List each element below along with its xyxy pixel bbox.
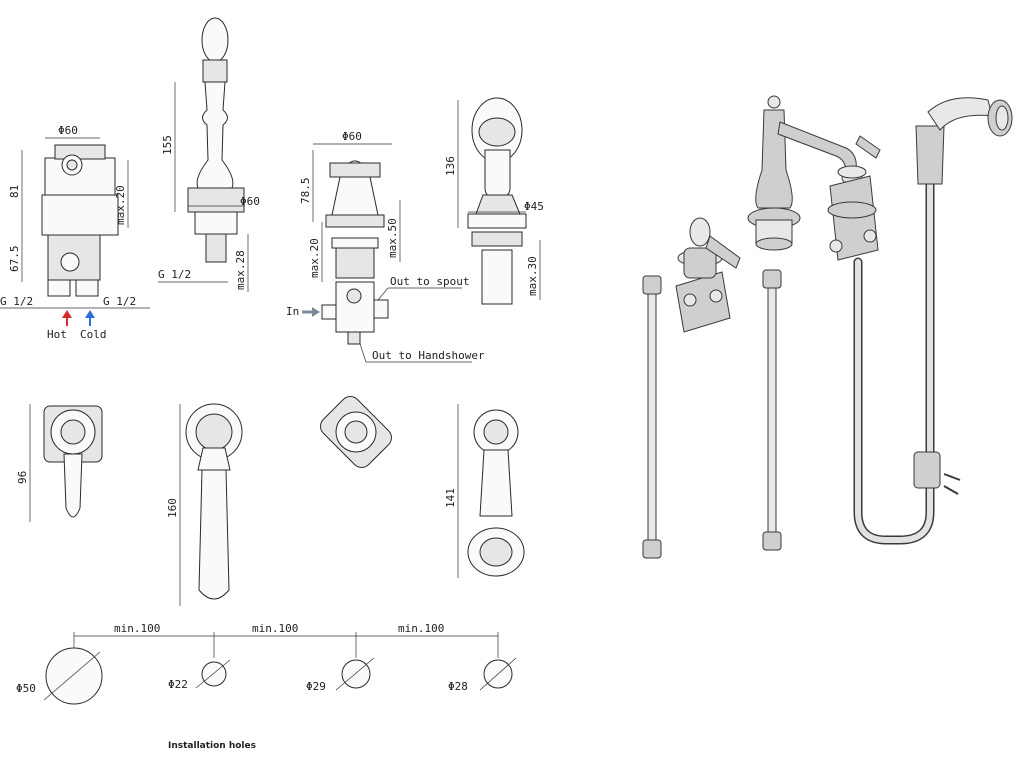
mixer-thread-right-label: G 1/2 bbox=[103, 295, 136, 308]
hole-4-label: Φ28 bbox=[448, 680, 468, 693]
shower-max-label: max.30 bbox=[526, 256, 539, 296]
spout-diameter-label: Φ60 bbox=[240, 195, 260, 208]
shower-top-label: 141 bbox=[444, 488, 457, 508]
mixer-lower-label: 67.5 bbox=[8, 246, 21, 273]
spacing-2-label: min.100 bbox=[252, 622, 298, 635]
out-to-handshower-label: Out to Handshower bbox=[372, 349, 485, 362]
mixer-max-label: max.20 bbox=[114, 185, 127, 225]
diverter-max20-label: max.20 bbox=[308, 238, 321, 278]
in-label: In bbox=[286, 305, 299, 318]
mixer-height-label: 81 bbox=[8, 185, 21, 198]
installation-holes: min.100 min.100 min.100 Φ50 Φ22 Φ29 Φ28 … bbox=[16, 622, 517, 751]
handshower-side-view: 136 Φ45 max.30 bbox=[444, 97, 544, 305]
spout-top-label: 160 bbox=[166, 498, 179, 518]
spout-height-label: 155 bbox=[161, 135, 174, 155]
mixer-thread-left-label: G 1/2 bbox=[0, 295, 33, 308]
spacing-3-label: min.100 bbox=[398, 622, 444, 635]
diverter-width-label: Φ60 bbox=[342, 130, 362, 143]
cold-label: Cold bbox=[80, 328, 107, 341]
spout-thread-label: G 1/2 bbox=[158, 268, 191, 281]
diverter-top-view bbox=[320, 396, 392, 468]
spacing-1-label: min.100 bbox=[114, 622, 160, 635]
spout-side-view: 155 Φ60 G 1/2 max.28 bbox=[158, 17, 260, 292]
handshower-top-view: 141 bbox=[444, 404, 525, 578]
spout-max-label: max.28 bbox=[234, 250, 247, 290]
hot-label: Hot bbox=[47, 328, 67, 341]
diverter-max50-label: max.50 bbox=[386, 218, 399, 258]
diverter-height-label: 78.5 bbox=[299, 178, 312, 205]
spout-top-view: 160 bbox=[166, 403, 243, 606]
installation-holes-caption: Installation holes bbox=[168, 741, 256, 751]
out-to-spout-label: Out to spout bbox=[390, 275, 469, 288]
lever-top-label: 96 bbox=[16, 471, 29, 484]
diverter-front-view: Φ60 78.5 max.50 max.20 Out to spout In O… bbox=[286, 130, 485, 363]
mixer-width-label: Φ60 bbox=[58, 124, 78, 137]
hole-1-label: Φ50 bbox=[16, 682, 36, 695]
mixer-top-view: 96 bbox=[16, 404, 103, 522]
hole-2-label: Φ22 bbox=[168, 678, 188, 691]
shower-diameter-label: Φ45 bbox=[524, 200, 544, 213]
shower-height-label: 136 bbox=[444, 156, 457, 176]
isometric-assembly bbox=[642, 95, 1013, 559]
hole-3-label: Φ29 bbox=[306, 680, 326, 693]
mixer-valve-front-view: Φ60 81 67.5 max.20 G 1/2 G 1/2 Hot Cold bbox=[0, 124, 150, 341]
